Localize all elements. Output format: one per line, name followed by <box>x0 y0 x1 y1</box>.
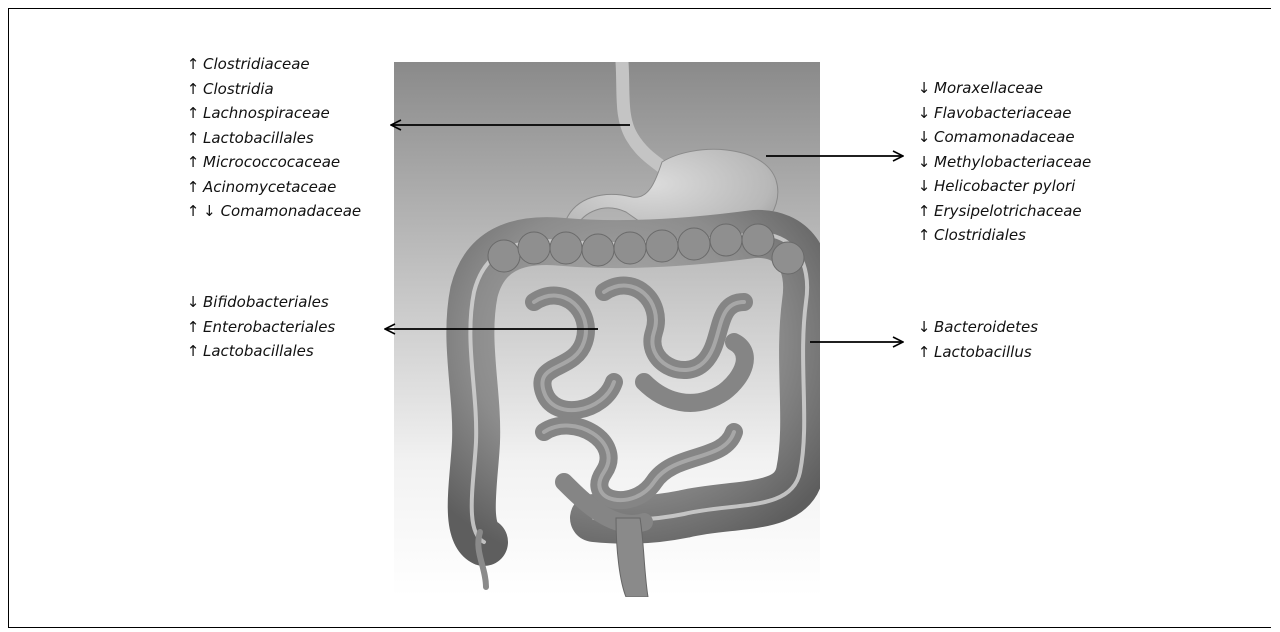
callout-arrows <box>0 0 1280 632</box>
microbiome-figure: ↑Clostridiaceae↑Clostridia↑Lachnospirace… <box>0 0 1280 632</box>
